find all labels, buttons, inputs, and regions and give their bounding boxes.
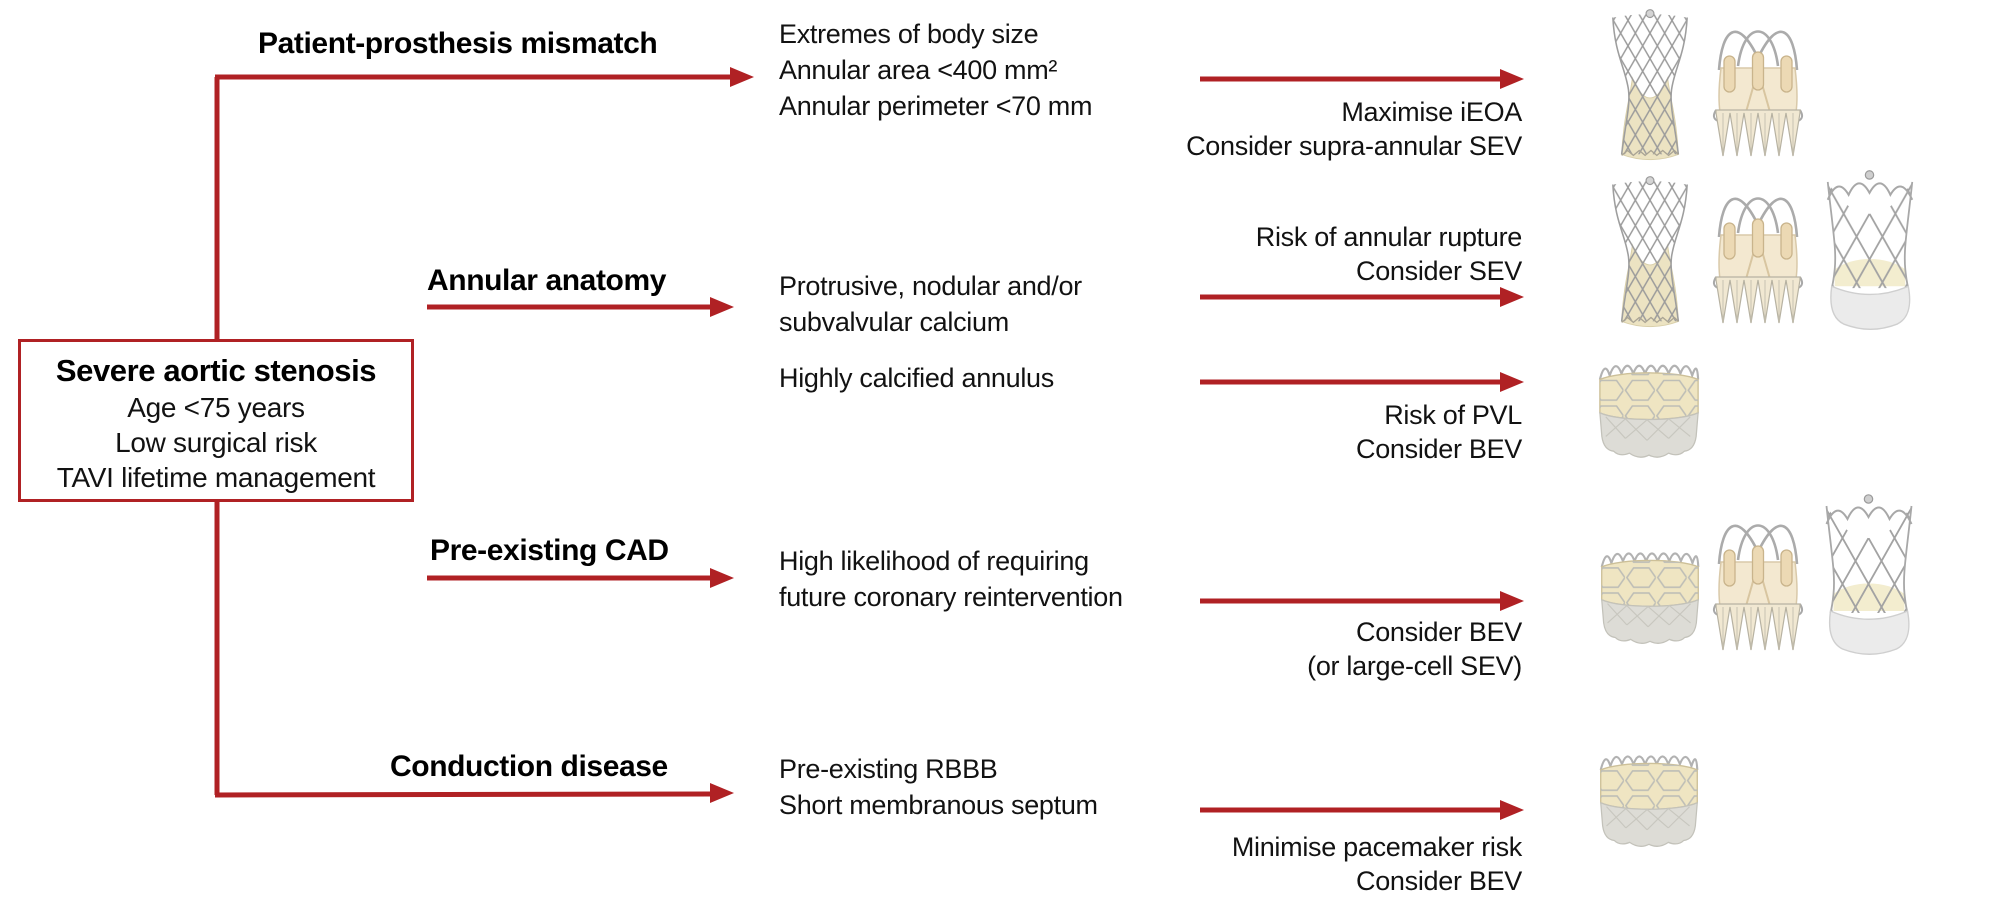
criteria-line: Pre-existing RBBB (779, 754, 998, 784)
criteria-line: future coronary reintervention (779, 582, 1123, 612)
bev-valve-image (1594, 538, 1706, 650)
recommendation-calcified-annulus: Risk of PVL Consider BEV (1022, 398, 1522, 466)
crown-sev-valve-image (1708, 172, 1808, 330)
recommendation-annular-anatomy: Risk of annular rupture Consider SEV (1022, 220, 1523, 288)
recommendation-line: Maximise iEOA (1341, 97, 1522, 127)
recommendation-mismatch: Maximise iEOA Consider supra-annular SEV (1022, 95, 1522, 163)
criteria-line: High likelihood of requiring (779, 546, 1089, 576)
arrowhead-row5 (1500, 800, 1524, 820)
recommendation-conduction: Minimise pacemaker risk Consider BEV (1022, 830, 1522, 898)
large-cell-sev-valve-image (1817, 168, 1923, 332)
root-condition-box: Severe aortic stenosis Age <75 years Low… (18, 339, 414, 502)
crown-sev-valve-image (1708, 6, 1808, 162)
criteria-line: Annular area <400 mm² (779, 55, 1058, 85)
hourglass-supra-annular-sev-valve-image (1606, 172, 1694, 330)
recommendation-line: Risk of annular rupture (1255, 222, 1523, 252)
criteria-conduction: Pre-existing RBBB Short membranous septu… (779, 751, 1098, 823)
recommendation-line: Consider SEV (1356, 256, 1522, 286)
arrowhead-row3 (1500, 372, 1524, 392)
recommendation-line: Risk of PVL (1384, 400, 1522, 430)
arrowhead-annular-anatomy (710, 297, 734, 317)
criteria-mismatch: Extremes of body size Annular area <400 … (779, 16, 1093, 124)
criteria-line: subvalvular calcium (779, 307, 1009, 337)
arrowhead-row1 (1500, 69, 1524, 89)
criteria-line: Protrusive, nodular and/or (779, 271, 1082, 301)
bev-valve-image (1592, 352, 1706, 462)
branch-line-conduction (214, 791, 713, 798)
criteria-annular-anatomy: Protrusive, nodular and/or subvalvular c… (779, 268, 1082, 340)
crown-sev-valve-image (1708, 498, 1808, 658)
root-condition-line: TAVI lifetime management (56, 462, 376, 493)
arrowhead-row2 (1500, 287, 1524, 307)
arrowhead-mismatch (730, 67, 754, 87)
root-condition-title: Severe aortic stenosis (55, 353, 377, 388)
hourglass-supra-annular-sev-valve-image (1606, 6, 1694, 162)
recommendation-line: Consider BEV (1356, 617, 1522, 647)
recommendation-line: Consider BEV (1356, 866, 1522, 896)
recommendation-cad: Consider BEV (or large-cell SEV) (1022, 615, 1522, 683)
root-condition-line: Age <75 years (127, 392, 305, 423)
recommendation-line: Consider supra-annular SEV (1186, 131, 1522, 161)
arrowhead-cad (710, 568, 734, 588)
recommendation-line: (or large-cell SEV) (1307, 651, 1522, 681)
criteria-calcified-annulus: Highly calcified annulus (779, 360, 1054, 396)
branch-heading-cad: Pre-existing CAD (430, 534, 669, 567)
branch-heading-conduction: Conduction disease (390, 750, 668, 783)
criteria-cad: High likelihood of requiring future coro… (779, 543, 1123, 615)
criteria-line: Short membranous septum (779, 790, 1098, 820)
criteria-line: Annular perimeter <70 mm (779, 91, 1093, 121)
branch-heading-mismatch: Patient-prosthesis mismatch (258, 27, 658, 60)
arrowhead-row4 (1500, 591, 1524, 611)
recommendation-line: Minimise pacemaker risk (1231, 832, 1522, 862)
bev-valve-image (1593, 742, 1705, 852)
root-condition-line: Low surgical risk (115, 427, 317, 458)
large-cell-sev-valve-image (1815, 492, 1923, 657)
criteria-line: Highly calcified annulus (779, 363, 1054, 393)
arrowhead-conduction (710, 783, 734, 803)
branch-heading-annular-anatomy: Annular anatomy (427, 264, 667, 297)
recommendation-line: Consider BEV (1356, 434, 1522, 464)
criteria-line: Extremes of body size (779, 19, 1039, 49)
